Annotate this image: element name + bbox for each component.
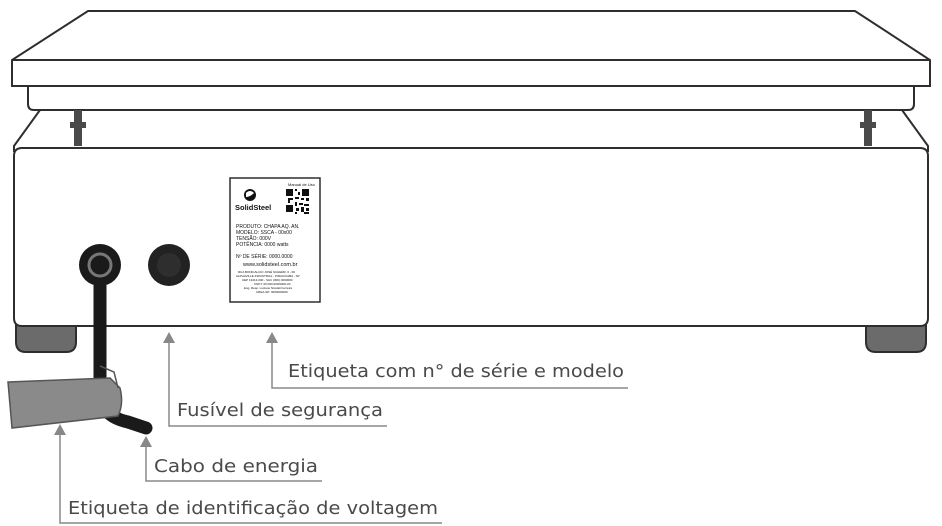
fuse-cap [157,253,181,277]
callout-fuse: Fusível de segurança [163,332,387,427]
label-address-1: RUA BONICALCIO JOSÉ SCHERR, 0 - 00 [238,269,295,274]
label-brand: SolidSteel [235,203,271,212]
voltage-tag [7,377,123,429]
callout-line [271,343,628,389]
callout-voltage-tag: Etiqueta de identificação de voltagem [54,424,442,524]
arrow-up-icon [54,424,66,435]
right-support-post-cap [860,122,876,128]
label-address-5: Eng. Resp. Luciano Nicolali Ferreira [244,286,292,290]
top-plate-bevel [11,10,931,87]
label-address-6: CREA-SP: 0000000000 [256,290,288,294]
label-spec-model: MODELO: SSCA - 00x00 [236,230,292,236]
product-label-frame [229,177,321,303]
label-serial: Nº DE SÉRIE: 0000.0000 [236,253,293,260]
callout-power-cable: Cabo de energia [140,436,322,482]
voltage-tag-fold [99,365,119,389]
label-address-4: CNPJ: 00.000.000/0000-00 [254,282,291,286]
callout-serial-text: Etiqueta com n° de série e modelo [288,361,624,382]
callout-fuse-text: Fusível de segurança [177,400,383,421]
callout-line [59,435,442,524]
label-spec-product: PRODUTO: CHAPA AQ. AN. [236,224,299,230]
power-connector-ring [87,252,113,278]
arrow-up-icon [266,332,278,343]
qr-code-icon [286,189,309,214]
right-foot [865,321,927,353]
left-support-post-cap [70,122,86,128]
label-website: www.solidsteel.com.br [242,262,298,268]
label-spec-voltage: TENSÃO: 000V [236,235,272,242]
left-chamfer [13,109,41,152]
power-connector [79,244,121,286]
top-plate-underside [27,85,915,111]
callout-cable-text: Cabo de energia [154,456,318,477]
right-chamfer [901,109,929,152]
callout-voltage-text: Etiqueta de identificação de voltagem [68,498,438,519]
product-label: Manual de Uso SolidSteel PRODUTO: CHAPA … [229,177,321,303]
callout-line [168,343,387,427]
label-spec-power: POTÊNCIA: 0000 watts [236,240,289,248]
callout-line [145,447,322,482]
arrow-up-icon [140,436,152,447]
callout-serial-label: Etiqueta com n° de série e modelo [266,332,628,389]
solidsteel-logo-icon [244,189,256,201]
label-manual-text: Manual de Uso [288,182,316,187]
left-foot [15,321,77,353]
arrow-up-icon [163,332,175,343]
label-address-3: CEP 13413-000 - SAC (000) 0000000 [242,278,293,282]
label-address-2: ALPHAVILLE INDUSTRIAL - PIRACICABA - SP [236,274,300,278]
base-body [13,147,929,327]
